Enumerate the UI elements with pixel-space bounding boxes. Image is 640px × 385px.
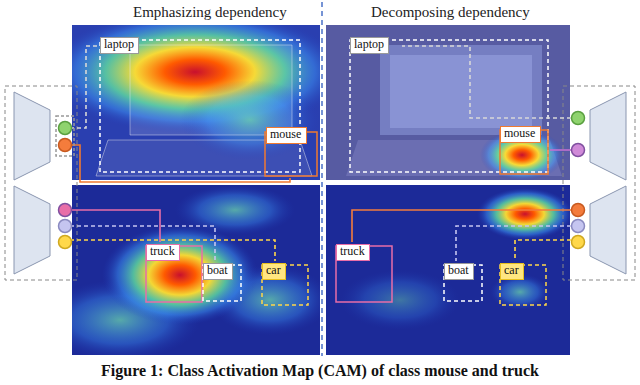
panel-heading: Emphasizing dependency: [133, 4, 287, 21]
network-icon: [563, 86, 635, 280]
class-name: mouse: [270, 127, 301, 141]
leader-line: [70, 46, 571, 261]
bounding-box: [100, 40, 300, 172]
class-tag: car: [500, 263, 524, 280]
bounding-box: [100, 40, 548, 305]
feature-dot: [572, 204, 585, 217]
leader-line: [70, 226, 215, 261]
cam-image: [180, 80, 320, 160]
class-name: laptop: [354, 37, 384, 51]
cam-image: [130, 45, 292, 135]
leader-line: [352, 210, 571, 242]
panel-heading: Decomposing dependency: [371, 4, 530, 21]
cam-image: [326, 25, 570, 180]
class-name: laptop: [104, 37, 134, 51]
class-tag: mouse: [500, 126, 541, 143]
divider: [321, 2, 323, 356]
cam-image: [326, 185, 570, 355]
network-icon: [5, 86, 635, 280]
cam-image: [326, 25, 570, 180]
feature-dot: [59, 139, 72, 152]
class-tag: truck: [336, 244, 370, 261]
bounding-box: [350, 40, 548, 172]
leader-line: [550, 149, 571, 151]
class-name: mouse: [504, 126, 535, 140]
cam-image: [72, 185, 320, 355]
class-name: car: [504, 263, 519, 277]
leader-line: [456, 226, 571, 261]
network-icon: [14, 92, 50, 180]
feature-dot: [572, 144, 585, 157]
feature-dot: [572, 220, 585, 233]
cam-image: [326, 25, 570, 180]
figure-caption: Figure 1: Class Activation Map (CAM) of …: [0, 361, 640, 380]
cam-image: [340, 270, 460, 330]
network-icon: [5, 86, 77, 280]
class-name: boat: [207, 263, 228, 277]
class-name: truck: [150, 244, 175, 258]
feature-dot: [59, 236, 72, 249]
class-tag: laptop: [350, 37, 389, 54]
feature-dot: [572, 112, 585, 125]
feature-dot: [572, 236, 585, 249]
feature-dot: [59, 122, 72, 135]
network-icon: [14, 186, 50, 274]
class-tag: laptop: [100, 37, 139, 54]
leader-line: [70, 145, 290, 182]
divider: [322, 2, 323, 356]
cam-image: [477, 188, 570, 240]
feature-dot: [56, 116, 74, 156]
class-tag: truck: [146, 244, 180, 261]
feature-dot: [59, 220, 72, 233]
class-tag: boat: [444, 263, 474, 280]
class-tag: boat: [203, 263, 233, 280]
feature-dot: [56, 112, 585, 249]
network-icon: [590, 186, 626, 274]
feature-dot: [59, 204, 72, 217]
leader-line: [70, 46, 97, 128]
leader-line: [515, 240, 571, 261]
cam-image: [72, 25, 320, 180]
cam-image: [175, 185, 295, 235]
leader-line: [70, 240, 275, 261]
cam-image: [326, 185, 570, 355]
cam-image: [96, 140, 312, 176]
class-name: boat: [448, 263, 469, 277]
class-tag: car: [262, 263, 286, 280]
class-name: car: [266, 263, 281, 277]
class-name: truck: [340, 244, 365, 258]
leader-line: [402, 46, 571, 118]
network-icon: [590, 92, 626, 180]
class-tag: mouse: [266, 127, 307, 144]
